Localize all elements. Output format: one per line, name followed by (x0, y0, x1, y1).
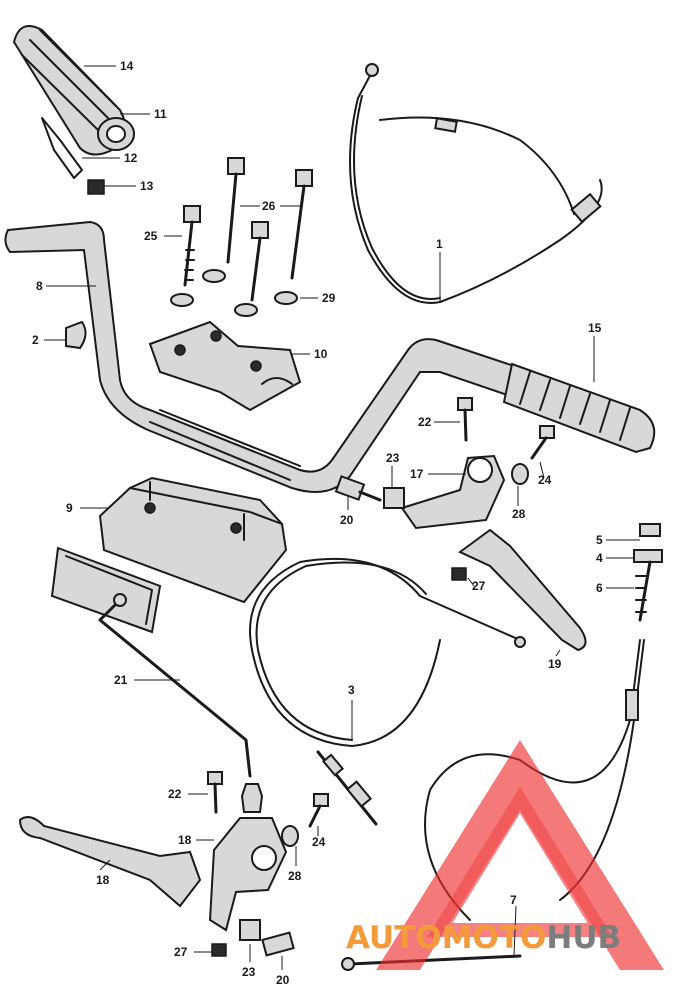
callout-27-lower: 27 (174, 945, 188, 959)
callout-24-upper: 24 (538, 473, 552, 487)
nut-27b (211, 943, 227, 957)
callout-15: 15 (588, 321, 602, 335)
callout-6: 6 (596, 581, 603, 595)
watermark-text-automoto: AUTOMOTO (346, 920, 546, 956)
callout-8: 8 (36, 279, 43, 293)
callout-28-upper: 28 (512, 507, 526, 521)
screw-24a (530, 425, 555, 460)
watermark-text-hub: HUB (546, 920, 621, 956)
callout-2: 2 (32, 333, 39, 347)
grip-15 (502, 362, 656, 454)
callout-13: 13 (140, 179, 154, 193)
callout-7: 7 (510, 893, 517, 907)
screw-24b (308, 793, 329, 828)
cable-1 (349, 63, 603, 304)
callout-23-upper: 23 (386, 451, 400, 465)
callout-22-lower: 22 (168, 787, 182, 801)
watermark-logo (376, 740, 664, 970)
callout-10: 10 (314, 347, 328, 361)
lower-holder-9 (98, 476, 288, 604)
callout-28-lower: 28 (288, 869, 302, 883)
callout-9: 9 (66, 501, 73, 515)
callout-17: 17 (410, 467, 424, 481)
screw-20b (261, 931, 295, 957)
callout-29: 29 (322, 291, 336, 305)
nut-23b (239, 919, 261, 941)
callout-22-upper: 22 (418, 415, 432, 429)
callout-1: 1 (436, 237, 443, 251)
handlebar-8 (4, 220, 522, 493)
callout-18: 18 (96, 873, 110, 887)
callout-24-lower: 24 (312, 835, 326, 849)
adjuster-5-4-6 (633, 523, 663, 622)
lever-holder-17 (400, 454, 506, 530)
washer-28a (511, 463, 529, 485)
callout-26: 26 (262, 199, 276, 213)
callout-12: 12 (124, 151, 138, 165)
bolt-22a (457, 397, 473, 442)
bolt-26b (290, 169, 313, 280)
callout-5: 5 (596, 533, 603, 547)
watermark-text: AUTOMOTOHUB (346, 920, 621, 956)
callout-25: 25 (144, 229, 158, 243)
bolt-22b (207, 771, 223, 814)
part-2 (65, 320, 87, 350)
cable-7 (341, 639, 645, 971)
callout-4: 4 (596, 551, 603, 565)
lever-19 (458, 528, 587, 652)
lever-18 (18, 816, 202, 908)
washers-29 (170, 269, 298, 317)
callout-23-lower: 23 (242, 965, 256, 979)
lever-holder-16 (208, 817, 288, 932)
cap-part (240, 783, 264, 813)
nut-23a (383, 487, 405, 509)
part-13 (87, 179, 105, 195)
nut-27a (451, 567, 467, 581)
bolt-26a (226, 157, 245, 264)
callout-3: 3 (348, 683, 355, 697)
callout-19: 19 (548, 657, 562, 671)
leader-lines (44, 65, 640, 970)
bolt-26c (250, 221, 269, 302)
screw-20a (334, 475, 382, 502)
callout-numbers: 14 11 12 13 8 2 25 26 29 1 10 15 22 17 2… (32, 59, 603, 987)
callout-20-lower: 20 (276, 973, 290, 987)
upper-holder-10 (148, 320, 302, 412)
cable-3 (249, 557, 526, 826)
callout-20-upper: 20 (340, 513, 354, 527)
callout-14: 14 (120, 59, 134, 73)
callout-16: 18 (178, 833, 192, 847)
throttle-grip (12, 25, 135, 156)
cable-end-12 (41, 117, 83, 179)
washer-28b (281, 825, 299, 847)
callout-27-upper: 27 (472, 579, 486, 593)
callout-21: 21 (114, 673, 128, 687)
callout-11: 11 (154, 107, 167, 121)
bolt-25 (183, 205, 201, 287)
